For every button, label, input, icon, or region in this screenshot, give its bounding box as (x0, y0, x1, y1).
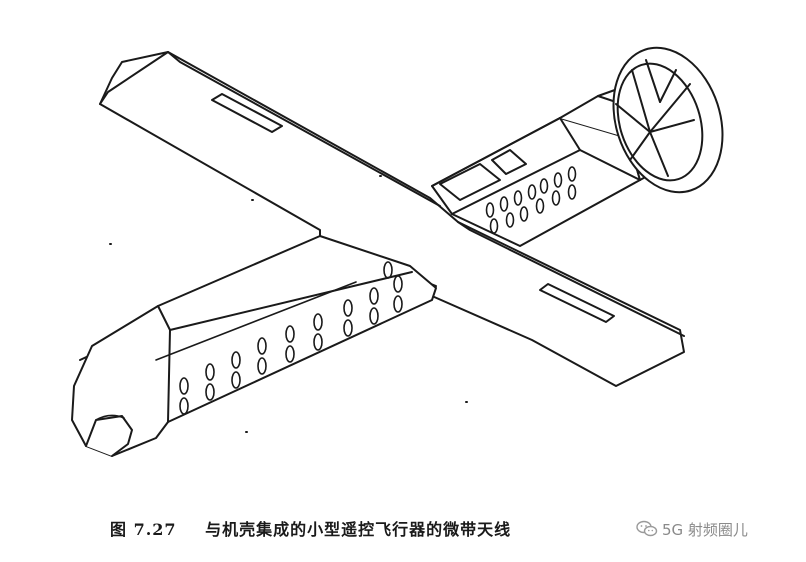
caption-text: 与机壳集成的小型遥控飞行器的微带天线 (205, 520, 512, 539)
figure-caption: 图 7.27 与机壳集成的小型遥控飞行器的微带天线 (110, 516, 511, 546)
ducted-fan (612, 46, 724, 194)
scan-specks (109, 175, 468, 433)
watermark-text: 5G 射频圈儿 (662, 520, 748, 539)
watermark: 5G 射频圈儿 (636, 513, 748, 545)
front-fuselage (71, 235, 437, 457)
figure-number: 图 7.27 (110, 520, 177, 539)
main-wing (99, 51, 685, 387)
uav-line-drawing (71, 46, 724, 457)
wechat-icon (636, 520, 658, 537)
